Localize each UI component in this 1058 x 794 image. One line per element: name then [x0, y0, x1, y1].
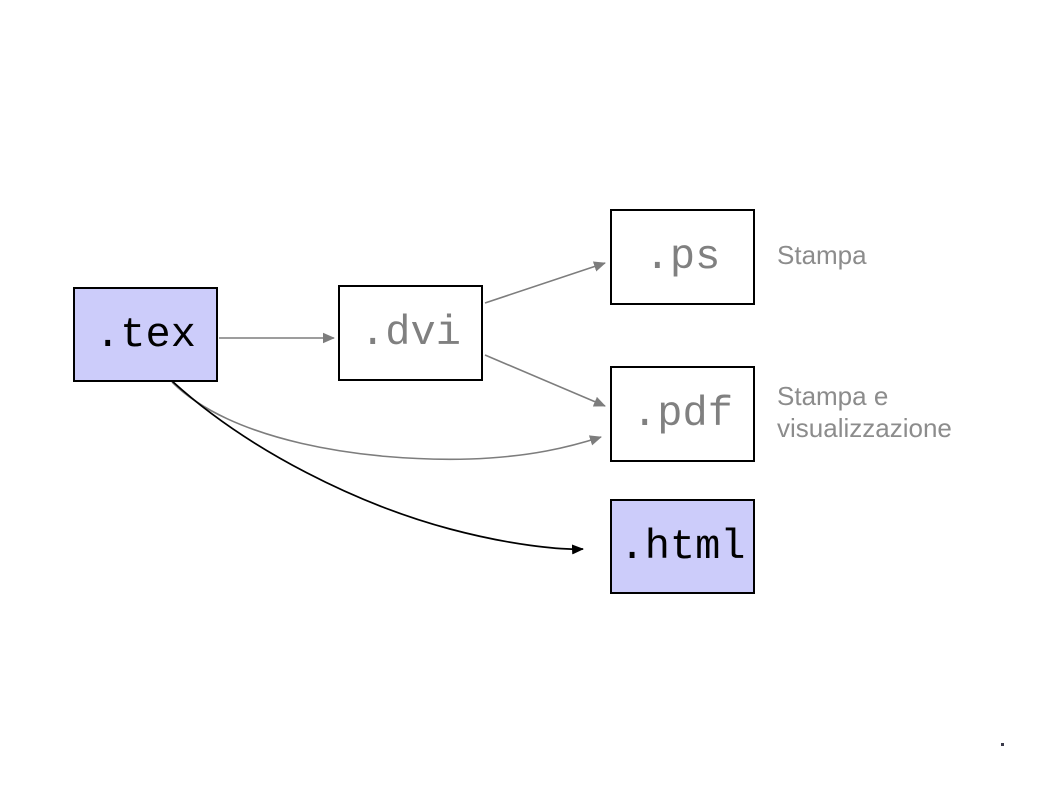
- node-html-label: .html: [619, 522, 746, 571]
- annotation-ps-stampa: Stampa: [777, 240, 867, 270]
- node-pdf-label: .pdf: [632, 390, 733, 438]
- node-dvi-label: .dvi: [360, 309, 461, 357]
- node-dvi[interactable]: .dvi: [338, 285, 483, 381]
- edge-tex-to-pdf: [171, 381, 602, 461]
- node-tex-label: .tex: [95, 310, 196, 359]
- edge-dvi-to-ps: [484, 261, 606, 304]
- edge-tex-to-html: [171, 380, 584, 555]
- corner-speck: [1001, 743, 1004, 746]
- node-ps[interactable]: .ps: [610, 209, 755, 305]
- node-pdf[interactable]: .pdf: [610, 366, 755, 462]
- node-tex[interactable]: .tex: [73, 287, 218, 382]
- edge-dvi-to-pdf: [484, 354, 606, 407]
- node-ps-label: .ps: [644, 233, 721, 281]
- node-html[interactable]: .html: [610, 499, 755, 594]
- annotation-pdf-stampa-visualizzazione: Stampa e visualizzazione: [777, 381, 952, 443]
